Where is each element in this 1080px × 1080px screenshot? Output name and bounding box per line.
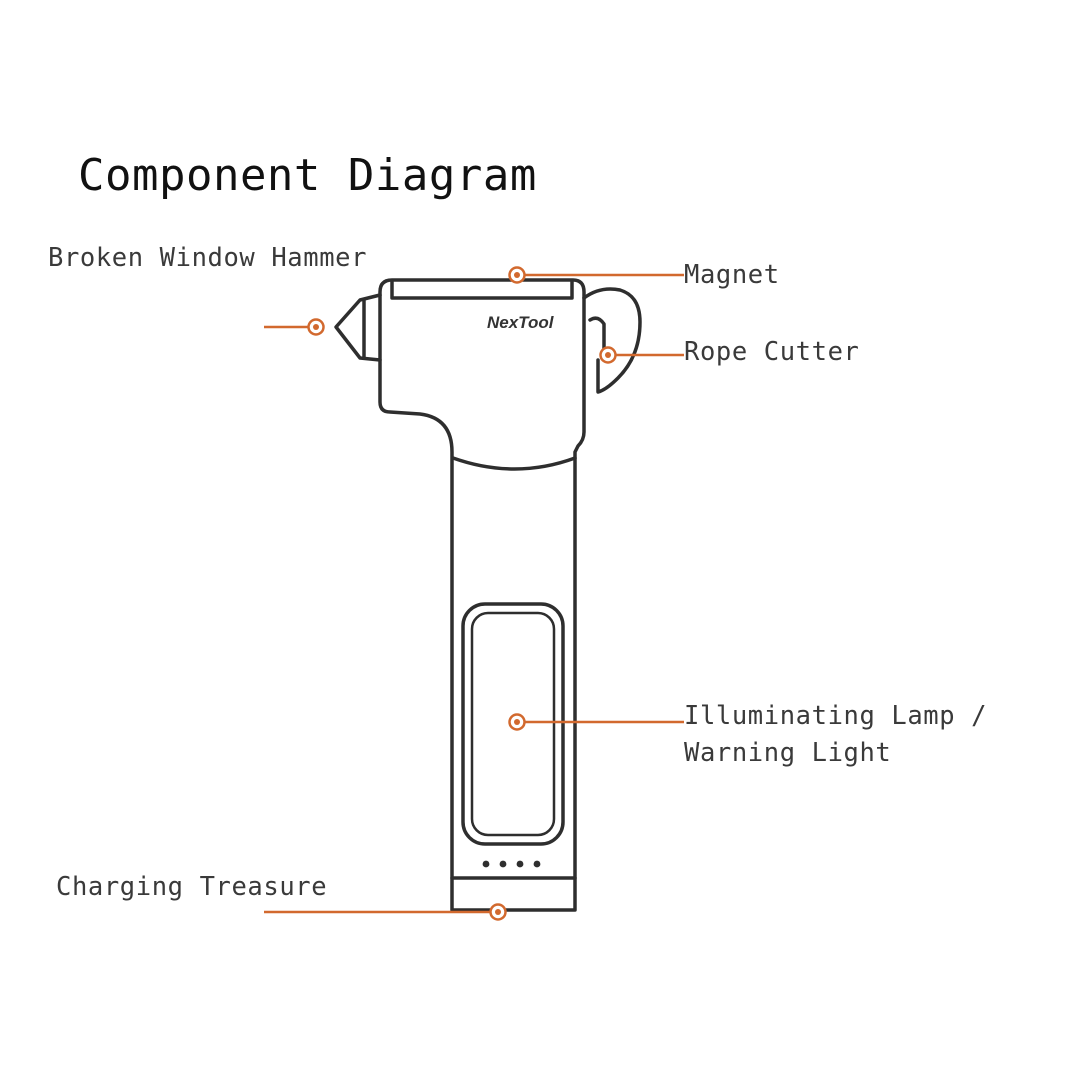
head-collar: [451, 456, 577, 471]
status-dot-3: [516, 860, 524, 868]
magnet-band: [390, 280, 574, 300]
callout-markers: [307, 266, 617, 921]
status-dot-1: [482, 860, 490, 868]
lamp-window-inner: [470, 611, 556, 837]
tool-body: [334, 278, 642, 912]
status-dot-4: [533, 860, 541, 868]
label-illuminating-lamp: Illuminating Lamp / Warning Light: [684, 701, 988, 768]
diagram-title: Component Diagram: [78, 150, 537, 201]
rope-cutter-hook: [582, 287, 642, 394]
callouts: [264, 273, 684, 914]
label-rope-cutter: Rope Cutter: [684, 337, 860, 367]
tool-outline: [378, 278, 586, 912]
label-broken-window-hammer: Broken Window Hammer: [48, 243, 368, 273]
hammer-cone: [334, 293, 382, 362]
callout-marker-charging: [489, 903, 507, 921]
rope-cutter-inner: [588, 316, 606, 362]
callout-marker-rope: [599, 346, 617, 364]
status-dot-2: [499, 860, 507, 868]
lamp-window-outer: [461, 602, 565, 846]
label-charging-treasure: Charging Treasure: [56, 872, 328, 902]
callout-marker-lamp: [508, 713, 526, 731]
brand-logo: NexTool: [487, 313, 555, 332]
callout-marker-magnet: [508, 266, 526, 284]
callout-marker-hammer: [307, 318, 325, 336]
status-dots: [482, 860, 541, 868]
label-magnet: Magnet: [684, 260, 780, 290]
